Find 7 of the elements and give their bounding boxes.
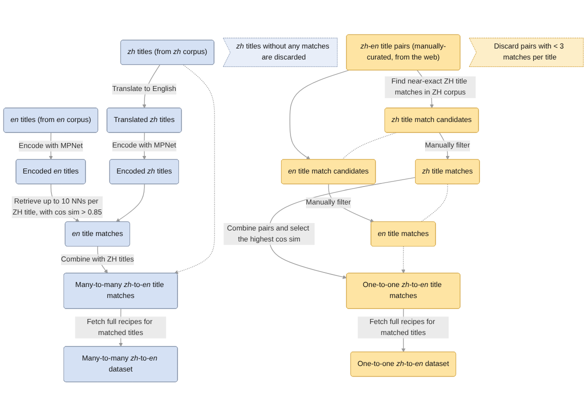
connector — [420, 184, 448, 222]
arrow — [268, 177, 416, 280]
connector — [342, 132, 396, 160]
arrow — [401, 246, 406, 274]
arrow — [174, 64, 215, 274]
arrow — [290, 70, 349, 160]
arrow — [116, 184, 145, 222]
